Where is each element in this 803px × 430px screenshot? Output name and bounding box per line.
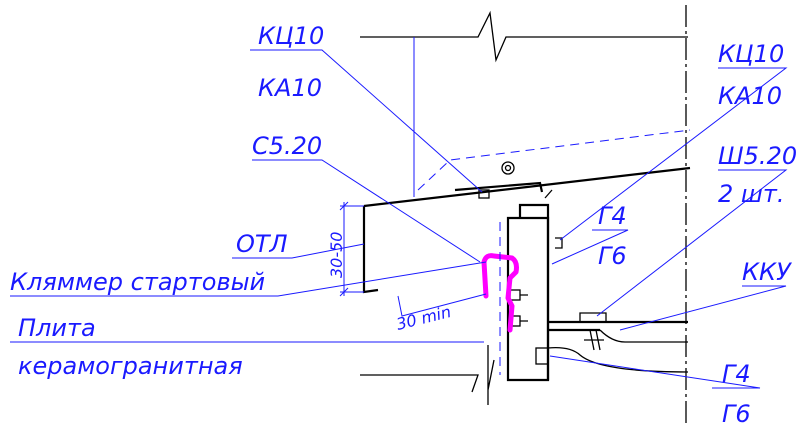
console-bracket: [547, 312, 689, 373]
label-g6-lower: Г6: [722, 400, 751, 428]
sloped-flashing: [362, 166, 691, 294]
label-g4-upper: Г4: [598, 202, 627, 230]
hidden-lines: [417, 129, 691, 375]
label-c520: С5.20: [252, 132, 322, 160]
label-g4-lower: Г4: [722, 360, 751, 388]
bracket-profile: [506, 189, 563, 382]
label-klyammer: Кляммер стартовый: [10, 268, 265, 296]
label-kc10-left: КЦ10: [258, 22, 324, 50]
label-ka10-right: КА10: [718, 82, 782, 110]
annotations: КЦ10 КА10 С5.20 ОТЛ Кляммер стартовый Пл…: [10, 22, 797, 428]
label-g6-upper: Г6: [598, 242, 627, 270]
label-plita: Плита: [18, 314, 96, 342]
leader-lines: [10, 37, 788, 389]
label-sh520: Ш5.20: [718, 142, 797, 170]
label-kc10-right: КЦ10: [718, 40, 784, 68]
label-keramogranit: керамогранитная: [18, 352, 243, 380]
label-ka10-left: КА10: [258, 74, 322, 102]
starting-clip: [481, 253, 519, 333]
dimension-30-min: 30 min: [394, 302, 453, 334]
dimension-30-50: 30-50: [327, 232, 346, 279]
label-sh520-count: 2 шт.: [718, 180, 784, 208]
label-kku: ККУ: [742, 258, 792, 286]
wall-structure: [360, 5, 688, 425]
fasteners: [478, 161, 604, 365]
label-otl: ОТЛ: [236, 230, 288, 258]
